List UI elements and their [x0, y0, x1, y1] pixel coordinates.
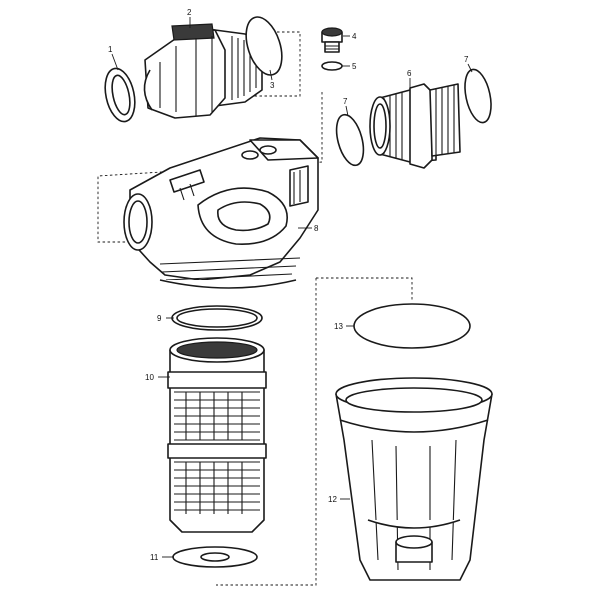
- vent-plug-part-4: [321, 27, 343, 53]
- dashed-assembly-lines: [97, 31, 413, 586]
- filter-cartridge-part-10: [167, 337, 267, 533]
- callout-2: 2: [187, 8, 192, 17]
- small-o-ring-part-5: [321, 61, 343, 71]
- callout-3: 3: [270, 81, 275, 90]
- callout-13: 13: [334, 322, 343, 331]
- o-ring-part-9: [171, 305, 263, 331]
- leader-lines: [111, 17, 473, 558]
- filter-bowl-part-12: [335, 377, 493, 581]
- o-ring-part-3: [245, 16, 283, 76]
- flat-washer-part-11: [172, 546, 258, 568]
- callout-10: 10: [145, 373, 154, 382]
- gasket-ring-part-1: [104, 67, 136, 123]
- union-coupling-part-2: [143, 23, 263, 119]
- large-o-ring-part-13: [353, 303, 471, 349]
- callout-4: 4: [352, 32, 357, 41]
- callout-8: 8: [314, 224, 319, 233]
- callout-1: 1: [108, 45, 113, 54]
- callout-12: 12: [328, 495, 337, 504]
- callout-6: 6: [407, 69, 412, 78]
- callout-7b: 7: [464, 55, 469, 64]
- callout-7a: 7: [343, 97, 348, 106]
- callout-9: 9: [157, 314, 162, 323]
- callout-labels: 1 2 3 4 5 6 7 7 8 9 10 11 12 13: [108, 8, 469, 562]
- callout-5: 5: [352, 62, 357, 71]
- gasket-part-7b: [464, 68, 492, 124]
- threaded-adapter-part-6: [369, 83, 461, 169]
- callout-11: 11: [150, 553, 159, 562]
- filter-head-part-8: [123, 137, 319, 289]
- gasket-part-7a: [335, 113, 365, 167]
